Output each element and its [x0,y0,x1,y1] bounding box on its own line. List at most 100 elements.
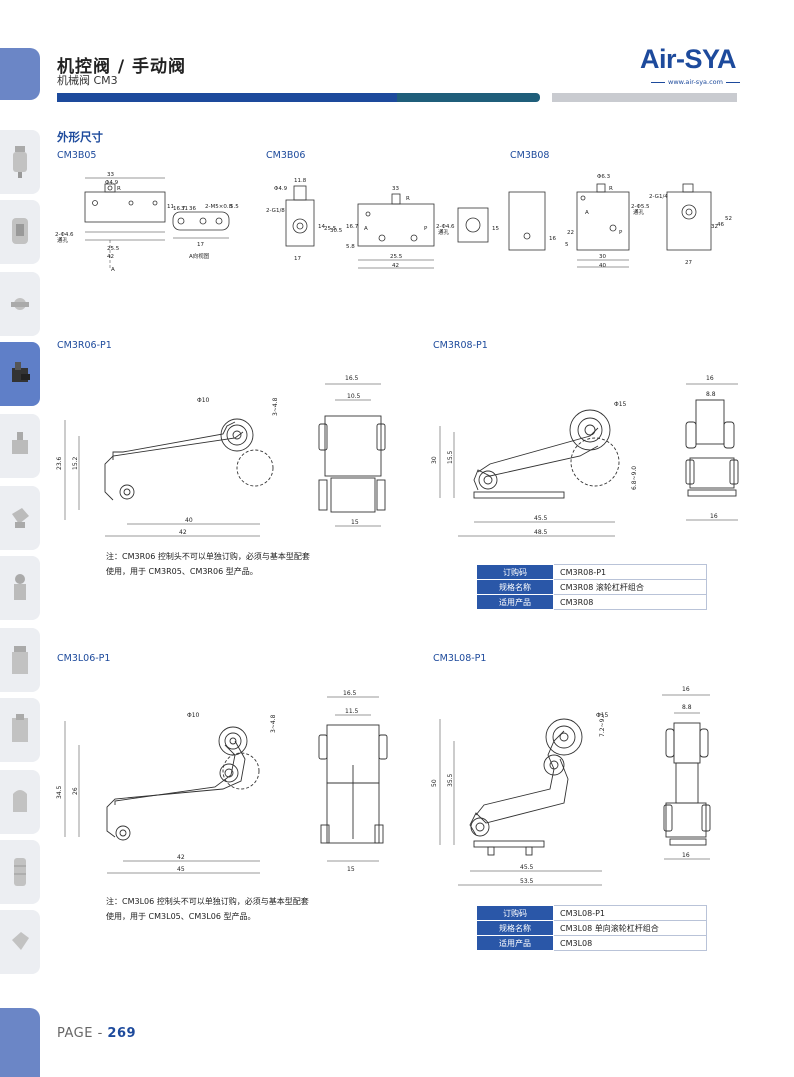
table-key: 订购码 [476,905,554,921]
model-label-cm3l06: CM3L06-P1 [57,653,111,664]
svg-text:25.5: 25.5 [107,246,120,252]
svg-text:25.5: 25.5 [324,226,337,232]
regulator-icon [12,218,28,244]
page-title: 机控阀 / 手动阀 [57,57,187,77]
svg-text:3~4.8: 3~4.8 [270,714,277,733]
svg-text:16.5: 16.5 [343,690,357,697]
nav-thumb-valve-2[interactable] [0,414,40,478]
table-value: CM3R08-P1 [553,564,707,580]
svg-text:7.2~9.7: 7.2~9.7 [599,713,606,737]
svg-text:16.5: 16.5 [345,375,359,382]
svg-text:48.5: 48.5 [534,529,548,536]
silencer-icon [14,858,26,886]
svg-text:40: 40 [599,263,606,269]
svg-text:Φ15: Φ15 [596,712,609,719]
svg-text:R: R [406,196,410,202]
table-value: CM3R08 滚轮杠杆组合 [553,579,707,595]
svg-text:2-Φ4.6: 2-Φ4.6 [436,224,455,230]
nav-thumb-valve-4[interactable] [0,556,40,620]
nav-thumb-valve-6[interactable] [0,698,40,762]
table-key: 订购码 [476,564,554,580]
svg-text:Φ6.3: Φ6.3 [597,174,611,180]
svg-text:R: R [609,186,613,192]
svg-text:27: 27 [685,260,692,266]
svg-text:31: 31 [181,206,188,212]
svg-text:15.2: 15.2 [72,456,79,470]
svg-text:Φ4.9: Φ4.9 [105,180,119,186]
nav-thumb-fitting[interactable] [0,272,40,336]
fitting-icon [11,298,29,310]
model-label-cm3r06: CM3R06-P1 [57,340,112,351]
table-key: 规格名称 [476,920,554,936]
table-value: CM3R08 [553,594,707,610]
svg-text:45: 45 [177,866,185,873]
svg-text:2-Φ4.6: 2-Φ4.6 [55,232,74,238]
brand-logo: Air-SYA [640,44,737,74]
svg-text:17: 17 [294,256,301,262]
svg-text:Φ4.9: Φ4.9 [274,186,288,192]
nav-thumb-valve-7[interactable] [0,770,40,834]
svg-text:16: 16 [682,686,690,693]
page-number-value: 269 [107,1026,137,1041]
nav-thumb-valve-8[interactable] [0,910,40,974]
svg-text:35.5: 35.5 [447,773,454,787]
nav-thumb-silencer[interactable] [0,840,40,904]
filter-icon [13,146,27,178]
svg-text:42: 42 [107,254,114,260]
svg-text:Φ15: Φ15 [614,401,627,408]
valve-icon [12,714,28,742]
svg-text:8.8: 8.8 [682,704,692,711]
nav-thumb-mechanical-valve[interactable] [0,342,40,406]
svg-text:30: 30 [431,456,438,464]
valve-icon [13,790,27,812]
nav-thumb-valve-3[interactable] [0,486,40,550]
svg-text:P: P [424,226,428,232]
svg-text:6.8~9.0: 6.8~9.0 [631,466,638,490]
svg-text:5.8: 5.8 [346,244,355,250]
note-l06-line1: 注：CM3L06 控制头不可以单独订购，必须与基本型配套 [106,897,309,906]
svg-text:2-G1/4: 2-G1/4 [649,194,668,200]
svg-text:通孔: 通孔 [633,208,645,216]
nav-thumb-valve-5[interactable] [0,628,40,692]
svg-text:25.5: 25.5 [390,254,403,260]
section-title: 外形尺寸 [57,130,103,144]
model-label-cm3r08: CM3R08-P1 [433,340,488,351]
svg-text:P: P [619,230,623,236]
svg-text:A: A [111,267,115,273]
svg-text:36: 36 [189,206,196,212]
svg-text:Φ10: Φ10 [187,712,200,719]
valve-icon [12,932,29,950]
svg-text:15: 15 [347,866,355,873]
svg-text:15: 15 [351,519,359,526]
svg-text:17: 17 [197,242,204,248]
model-label-cm3b06: CM3B06 [266,150,306,161]
svg-text:53.5: 53.5 [520,878,534,885]
note-r06-line1: 注：CM3R06 控制头不可以单独订购，必须与基本型配套 [106,552,310,561]
svg-text:33: 33 [107,172,114,178]
chapter-tab[interactable] [0,48,40,100]
note-r06: 注：CM3R06 控制头不可以单独订购，必须与基本型配套 使用，用于 CM3R0… [106,549,310,579]
svg-text:3~4.8: 3~4.8 [272,397,279,416]
svg-text:16: 16 [706,375,714,382]
note-r06-line2: 使用，用于 CM3R05、CM3R06 型产品。 [106,567,258,576]
model-label-cm3b05: CM3B05 [57,150,97,161]
nav-thumb-filter[interactable] [0,130,40,194]
svg-text:通孔: 通孔 [57,236,69,244]
model-label-cm3l08: CM3L08-P1 [433,653,487,664]
svg-text:45.5: 45.5 [534,515,548,522]
brand-url: www.air-sya.com [648,78,743,86]
svg-text:16.7: 16.7 [173,206,186,212]
svg-text:R: R [117,186,121,192]
svg-text:8.8: 8.8 [706,391,716,398]
svg-text:通孔: 通孔 [438,228,450,236]
nav-thumb-regulator[interactable] [0,200,40,264]
svg-text:5: 5 [565,242,569,248]
svg-text:15: 15 [492,226,499,232]
